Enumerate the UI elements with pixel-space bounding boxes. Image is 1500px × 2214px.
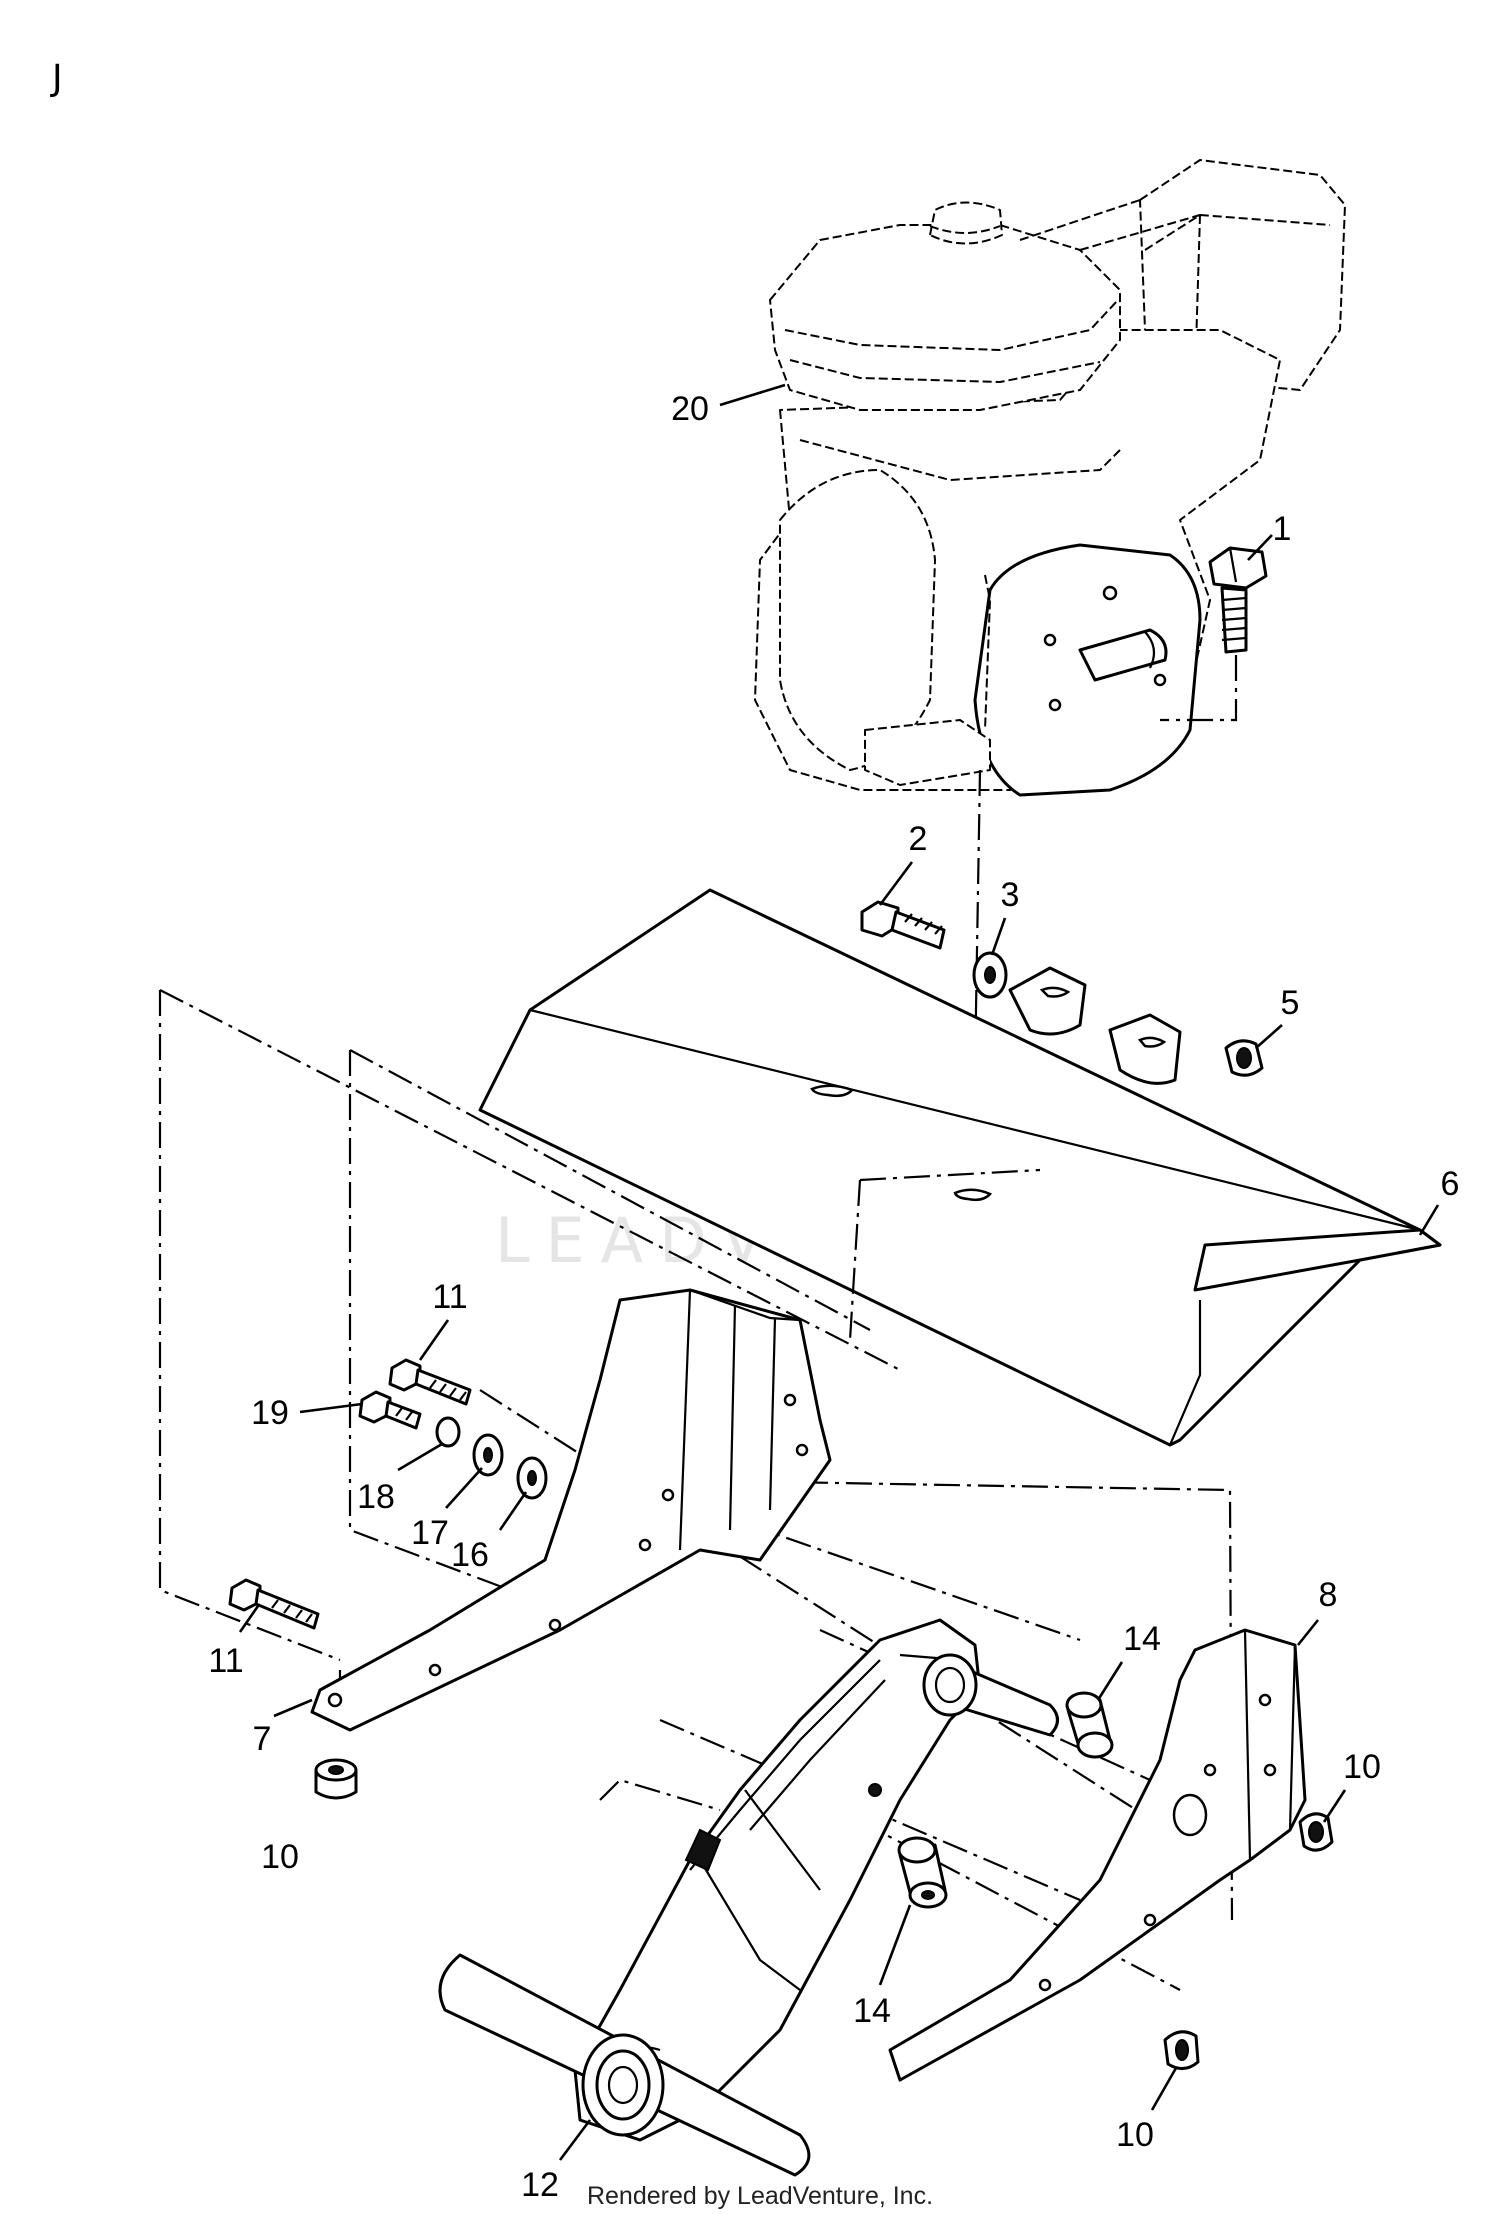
lock-washer-18 (435, 1416, 461, 1448)
callout-11-upper: 11 (432, 1278, 467, 1316)
callout-7: 7 (253, 1720, 272, 1758)
nut-10-right (1298, 1812, 1334, 1852)
callout-11-lower: 11 (208, 1642, 243, 1680)
callout-3: 3 (1001, 876, 1020, 914)
tine-shield (478, 888, 1442, 1447)
nut-10-bottom (1163, 2030, 1200, 2070)
callout-1: 1 (1273, 510, 1292, 548)
callout-17: 17 (411, 1514, 449, 1552)
callout-5: 5 (1281, 984, 1300, 1022)
nut-10-left (314, 1758, 358, 1800)
chain-case (438, 1618, 1059, 2177)
left-bracket (310, 1288, 832, 1732)
bolt-11-upper (388, 1358, 472, 1406)
callout-6: 6 (1441, 1165, 1460, 1203)
bolt-11-lower (228, 1578, 320, 1630)
callouts: 20 1 2 3 5 6 11 19 18 17 16 11 7 10 8 14… (208, 390, 1459, 2204)
callout-14-lower: 14 (853, 1992, 891, 2030)
callout-2: 2 (909, 820, 928, 858)
washer-16 (516, 1456, 548, 1500)
footer-credit: Rendered by LeadVenture, Inc. (587, 2182, 933, 2210)
callout-8: 8 (1319, 1576, 1338, 1614)
bolt-19 (358, 1390, 422, 1430)
callout-10-left: 10 (261, 1838, 299, 1876)
callout-20: 20 (671, 390, 709, 428)
callout-19: 19 (251, 1394, 289, 1432)
callout-12: 12 (521, 2166, 559, 2204)
callout-16: 16 (451, 1536, 489, 1574)
callout-10-right: 10 (1343, 1748, 1381, 1786)
bolt-2 (860, 900, 946, 950)
right-bracket (888, 1628, 1307, 2082)
washer-17 (472, 1433, 504, 1477)
callout-14-upper: 14 (1123, 1620, 1161, 1658)
leader-lines (238, 383, 1440, 2161)
callout-18: 18 (357, 1478, 395, 1516)
spacer-14-lower (897, 1836, 948, 1909)
spacer-14-upper (1065, 1691, 1114, 1759)
washer-3 (972, 951, 1008, 999)
callout-10-bottom: 10 (1116, 2116, 1154, 2154)
nut-5 (1224, 1039, 1264, 1077)
corner-mark: J (50, 58, 63, 99)
engine (754, 159, 1346, 1251)
